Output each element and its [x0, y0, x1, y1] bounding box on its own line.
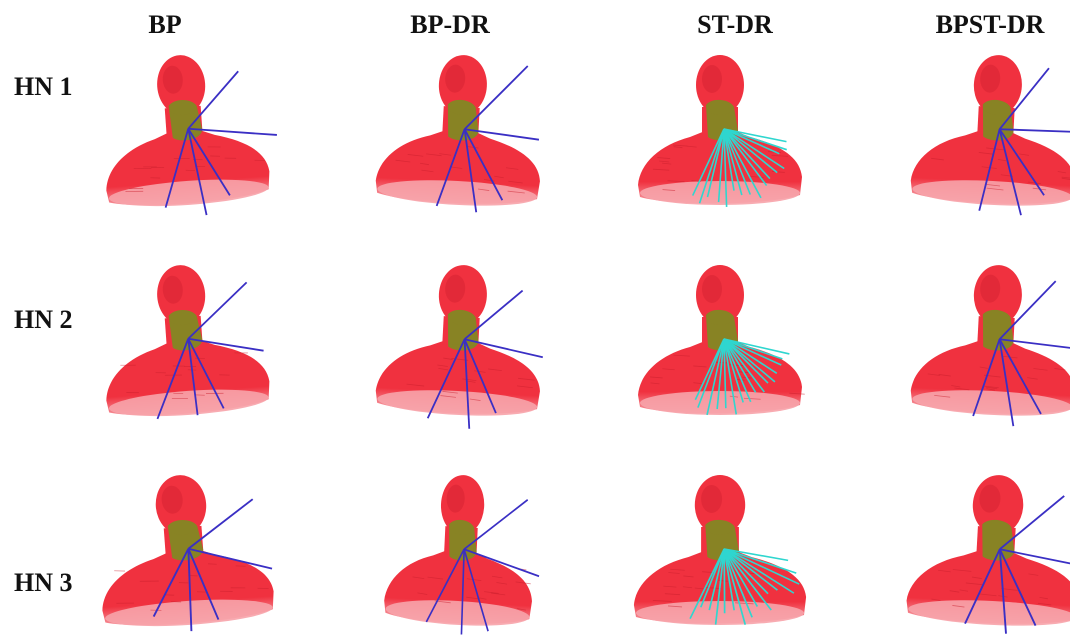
phantom-cell	[620, 255, 820, 425]
phantom-cell	[85, 255, 285, 425]
column-header-st-dr: ST-DR	[665, 10, 805, 44]
column-header-bpst-dr: BPST-DR	[905, 10, 1070, 44]
phantom-cell	[85, 45, 285, 215]
row-label-hn1: HN 1	[14, 72, 94, 102]
phantom-cell	[620, 45, 820, 215]
phantom-cell	[895, 465, 1070, 635]
phantom-cell	[85, 465, 285, 635]
torso-base	[636, 601, 804, 625]
phantom-cell	[895, 45, 1070, 215]
torso-base	[640, 391, 800, 415]
phantom-cell	[360, 45, 560, 215]
row-label-hn3: HN 3	[14, 568, 94, 598]
column-header-bp-dr: BP-DR	[380, 10, 520, 44]
phantom-cell	[360, 465, 560, 635]
column-header-bp: BP	[110, 10, 220, 44]
phantom-cell	[620, 465, 820, 635]
row-label-hn2: HN 2	[14, 305, 94, 335]
phantom-cell	[360, 255, 560, 425]
phantom-cell	[895, 255, 1070, 425]
